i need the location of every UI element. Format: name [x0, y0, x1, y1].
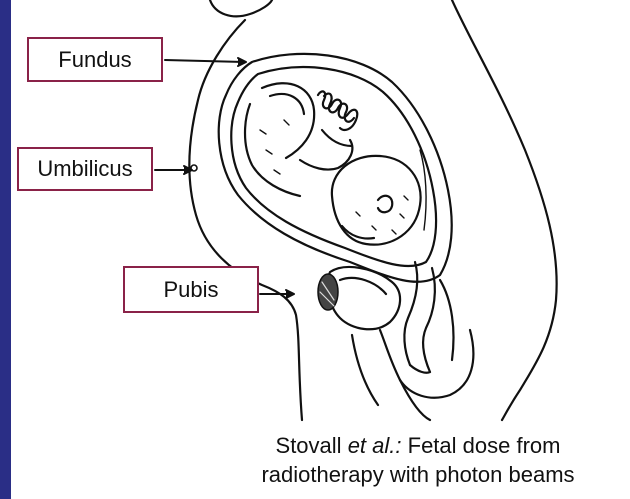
pubis-label: Pubis	[123, 266, 259, 313]
caption-author: Stovall	[276, 433, 342, 458]
figure-caption: Stovall et al.: Fetal dose from radiothe…	[206, 431, 630, 489]
caption-line-2: radiotherapy with photon beams	[206, 460, 630, 489]
caption-line-1: Stovall et al.: Fetal dose from	[206, 431, 630, 460]
fetal-back	[245, 104, 300, 196]
back-outline	[452, 0, 557, 420]
fetal-ear	[378, 196, 392, 213]
umbilicus-label: Umbilicus	[17, 147, 153, 191]
caption-line-1-rest: Fetal dose from	[408, 433, 561, 458]
buttock-outline	[400, 330, 473, 398]
caption-et-al: et al.:	[348, 433, 402, 458]
cervix	[404, 262, 417, 365]
fundus-label: Fundus	[27, 37, 163, 82]
breast-outline	[210, 0, 272, 16]
umbilical-cord	[318, 91, 357, 130]
